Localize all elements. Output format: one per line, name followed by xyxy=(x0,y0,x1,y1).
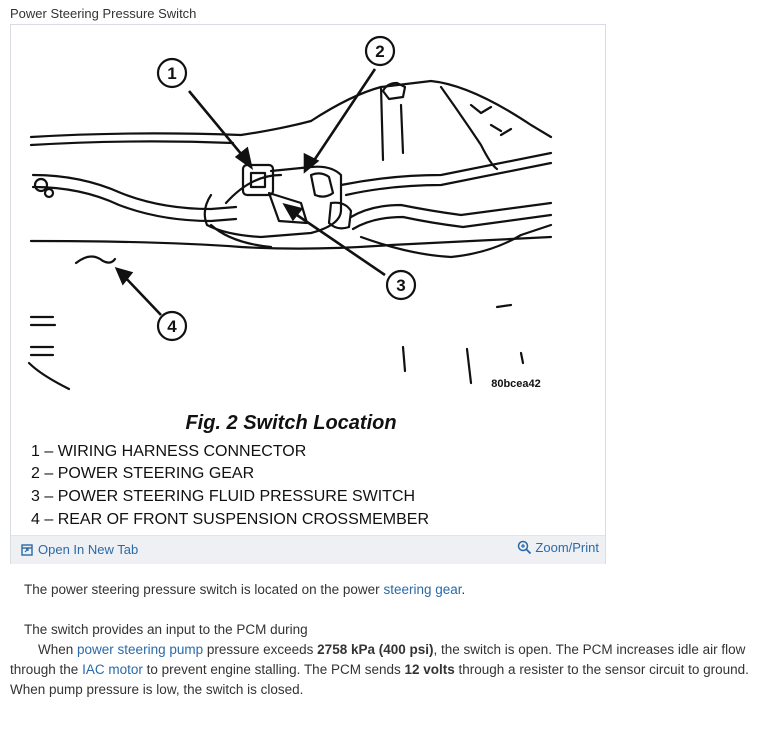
figure-footer: Open In New Tab Zoom/Print xyxy=(11,535,605,564)
switch-location-diagram[interactable]: 1 2 3 4 80bcea42 Fig. 2 Switch Location … xyxy=(11,25,605,535)
operation-intro: The switch provides an input to the PCM … xyxy=(24,622,308,637)
zoom-print-label: Zoom/Print xyxy=(535,540,599,555)
operation-paragraph: The switch provides an input to the PCM … xyxy=(10,620,762,700)
location-paragraph: The power steering pressure switch is lo… xyxy=(10,580,766,600)
figure-caption: Power Steering Pressure Switch xyxy=(10,6,197,21)
magnifier-plus-icon xyxy=(518,540,532,555)
open-in-new-tab-label: Open In New Tab xyxy=(38,542,139,557)
location-text: The power steering pressure switch is lo… xyxy=(24,582,384,597)
figure-code: 80bcea42 xyxy=(491,378,541,390)
operation-text-5: through a resister to the sensor circuit… xyxy=(10,662,749,697)
figure-title: Fig. 2 Switch Location xyxy=(185,412,396,434)
operation-text-1: When xyxy=(38,642,78,657)
operation-details: When power steering pump pressure exceed… xyxy=(10,640,762,700)
callout-circle-1 xyxy=(156,57,188,89)
legend-item-2: 2 – POWER STEERING GEAR xyxy=(31,465,254,482)
operation-text-4: to prevent engine stalling. The PCM send… xyxy=(142,662,405,677)
callout-label-3: 3 xyxy=(396,276,405,295)
legend-item-3: 3 – POWER STEERING FLUID PRESSURE SWITCH xyxy=(31,488,415,505)
location-text-end: . xyxy=(461,582,466,597)
callout-circle-2 xyxy=(364,35,396,67)
voltage-value: 12 volts xyxy=(404,662,455,677)
callout-label-4: 4 xyxy=(167,317,177,336)
callout-label-2: 2 xyxy=(375,42,384,61)
pressure-value: 2758 kPa (400 psi) xyxy=(317,642,434,657)
legend-item-4: 4 – REAR OF FRONT SUSPENSION CROSSMEMBER xyxy=(31,511,429,528)
external-window-icon xyxy=(21,543,33,556)
figure-container: 1 2 3 4 80bcea42 Fig. 2 Switch Location … xyxy=(10,24,606,564)
open-in-new-tab-link[interactable]: Open In New Tab xyxy=(21,542,138,557)
zoom-print-link[interactable]: Zoom/Print xyxy=(517,540,599,555)
power-steering-pump-link[interactable]: power steering pump xyxy=(77,642,204,657)
operation-text-3: , the switch is open. The PCM increases … xyxy=(10,642,746,677)
legend-item-1: 1 – WIRING HARNESS CONNECTOR xyxy=(31,443,306,460)
callout-circle-3 xyxy=(385,269,417,301)
callout-label-1: 1 xyxy=(167,64,176,83)
steering-gear-link[interactable]: steering gear xyxy=(383,582,462,597)
iac-motor-link[interactable]: IAC motor xyxy=(82,662,143,677)
operation-text-2: pressure exceeds xyxy=(203,642,318,657)
callout-circle-4 xyxy=(156,310,188,342)
